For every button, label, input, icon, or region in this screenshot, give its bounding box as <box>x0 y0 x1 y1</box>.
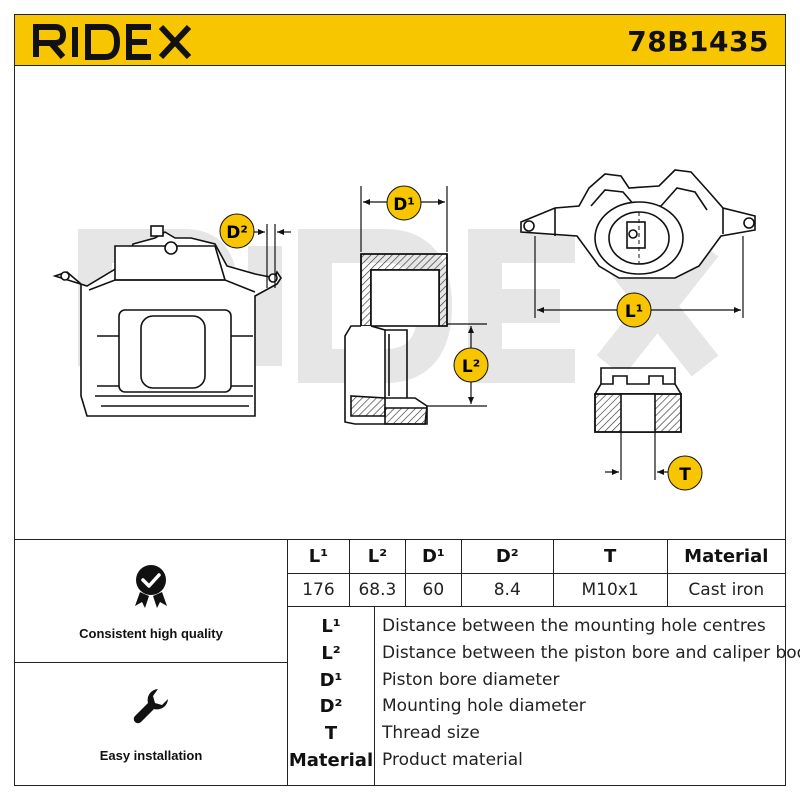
spec-value-material: Cast iron <box>666 572 785 607</box>
specs-table: L¹ L² D¹ D² T Material 176 68.3 60 8.4 M… <box>287 540 785 607</box>
caliper-drawings: D² D¹ L² <box>52 169 756 491</box>
spec-header-l2: L² <box>348 540 406 574</box>
legend-key: T <box>324 723 338 744</box>
legend-description: Product material <box>382 750 523 770</box>
d2-badge <box>219 213 255 249</box>
spec-header-l1: L¹ <box>287 540 350 574</box>
t-label: T <box>679 465 691 485</box>
nut-drawing <box>594 367 682 433</box>
l2-dimension <box>427 323 487 407</box>
legend-key: L¹ <box>321 616 341 637</box>
caliper-front-view <box>52 225 282 417</box>
spec-value-t: M10x1 <box>552 572 668 607</box>
info-section: Consistent high quality Easy installatio… <box>14 540 800 786</box>
spec-value-l1: 176 <box>287 572 350 607</box>
l1-badge <box>616 292 652 328</box>
legend-description: Distance between the mounting hole centr… <box>382 616 766 636</box>
spec-header-material: Material <box>666 540 785 574</box>
feature-quality: Consistent high quality <box>15 540 287 663</box>
l1-dimension <box>534 236 744 318</box>
t-badge <box>667 455 703 491</box>
legend-list: L¹ Distance between the mounting hole ce… <box>287 606 800 786</box>
legend-key: Material <box>288 750 374 771</box>
legend-item: D¹ Piston bore diameter <box>288 670 786 696</box>
legend-item: Material Product material <box>288 750 786 776</box>
legend-divider <box>374 606 375 786</box>
spec-value-d1: 60 <box>404 572 462 607</box>
specs-value-row: 176 68.3 60 8.4 M10x1 Cast iron <box>287 572 785 607</box>
feature-quality-label: Consistent high quality <box>79 626 223 641</box>
legend-description: Thread size <box>382 723 480 743</box>
ridex-logo <box>33 24 192 60</box>
legend-description: Distance between the piston bore and cal… <box>382 643 800 663</box>
specs-header-row: L¹ L² D¹ D² T Material <box>287 540 785 574</box>
spec-value-l2: 68.3 <box>348 572 406 607</box>
l2-badge <box>453 347 489 383</box>
legend-item: T Thread size <box>288 723 786 749</box>
header-bar: 78B1435 <box>14 14 786 66</box>
d1-badge <box>386 185 422 221</box>
d1-label: D¹ <box>393 195 415 215</box>
legend-item: D² Mounting hole diameter <box>288 696 786 722</box>
spec-header-d2: D² <box>460 540 554 574</box>
caliper-section-view <box>344 253 448 425</box>
d2-label: D² <box>226 223 248 243</box>
d1-dimension <box>360 186 448 252</box>
legend-key: D¹ <box>319 670 343 691</box>
spec-header-t: T <box>552 540 668 574</box>
legend-description: Piston bore diameter <box>382 670 560 690</box>
spec-value-d2: 8.4 <box>460 572 554 607</box>
l2-label: L² <box>462 357 480 377</box>
wrench-icon <box>133 689 168 724</box>
spec-header-d1: D¹ <box>404 540 462 574</box>
part-number: 78B1435 <box>627 25 769 58</box>
quality-badge-icon <box>135 565 167 608</box>
caliper-top-view <box>520 169 756 279</box>
legend-key: D² <box>319 696 343 717</box>
legend-description: Mounting hole diameter <box>382 696 586 716</box>
technical-drawing: D² D¹ L² <box>14 66 786 540</box>
legend-key: L² <box>321 643 341 664</box>
l1-label: L¹ <box>625 302 643 322</box>
legend-item: L¹ Distance between the mounting hole ce… <box>288 616 786 642</box>
feature-installation: Easy installation <box>15 663 287 786</box>
t-dimension <box>605 432 671 480</box>
feature-installation-label: Easy installation <box>99 748 203 763</box>
legend-item: L² Distance between the piston bore and … <box>288 643 800 669</box>
